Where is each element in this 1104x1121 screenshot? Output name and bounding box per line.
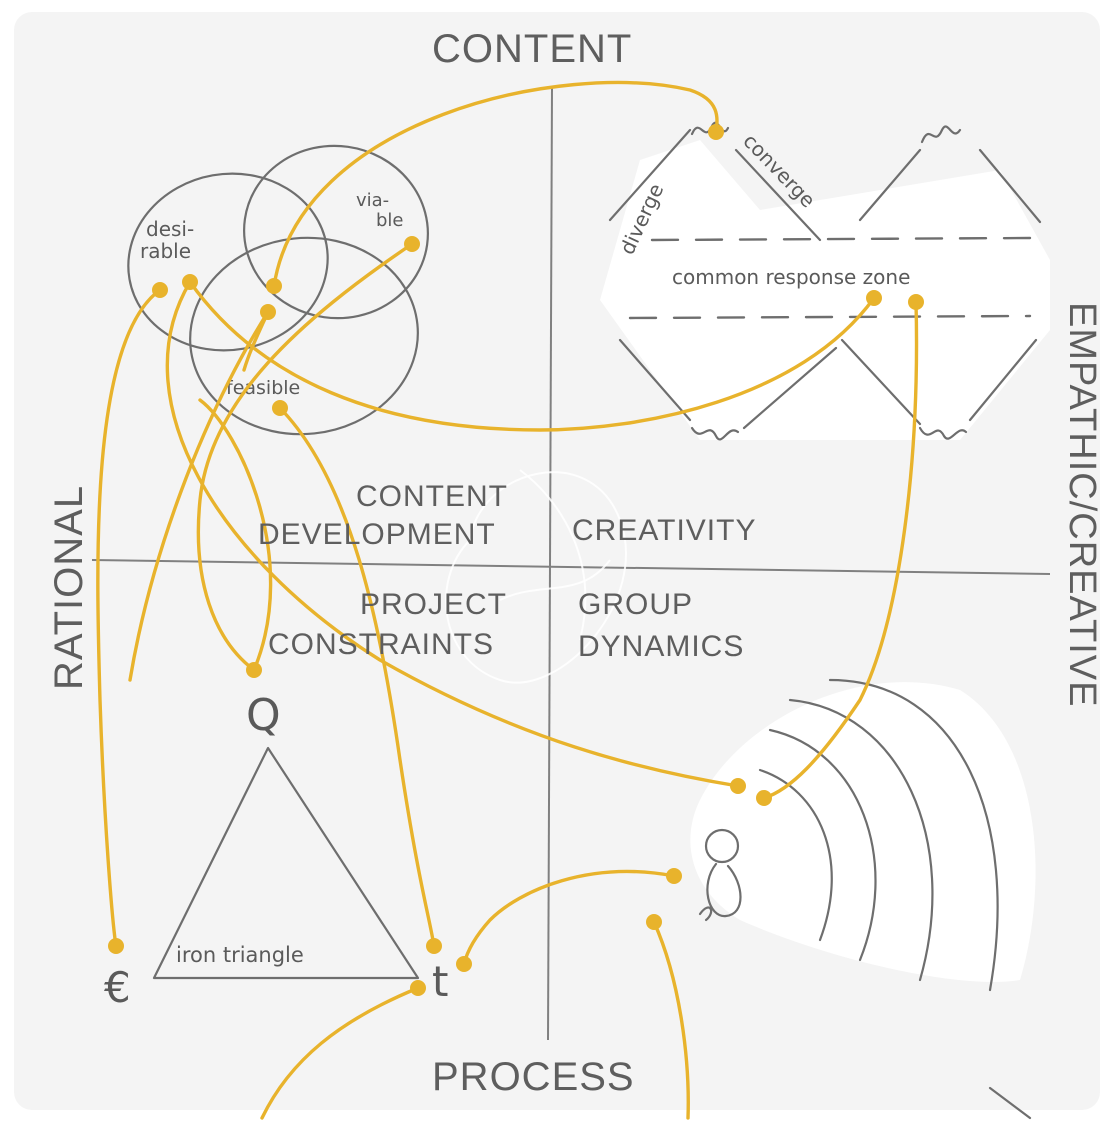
iron-triangle: iron triangle Q € t <box>104 690 448 1012</box>
dot-desirable-2 <box>182 274 198 290</box>
quadrant-label-group-1: GROUP <box>578 588 693 621</box>
dot-person-3 <box>666 868 682 884</box>
venn-label-viable-2: ble <box>376 210 404 231</box>
dot-time-3 <box>410 980 426 996</box>
quadrant-label-content-2: DEVELOPMENT <box>258 518 496 551</box>
ghost-sketch <box>445 469 627 684</box>
person-arm-icon <box>698 906 713 922</box>
connector-bottom-right-offpage <box>652 920 690 1120</box>
offpage-stroke <box>988 1086 1032 1120</box>
dot-time-2 <box>456 956 472 972</box>
venn-label-desirable-1: desi- <box>146 217 194 241</box>
venn-label-feasible: feasible <box>226 377 300 399</box>
dot-person-2 <box>756 790 772 806</box>
connector-quality-to-person <box>198 398 273 672</box>
group-dynamics-sketch <box>698 678 999 992</box>
diamond-right-bottom-edge <box>968 338 1038 422</box>
quadrant-label-creativity: CREATIVITY <box>572 514 756 547</box>
dot-zone-2 <box>908 294 924 310</box>
ripple-4 <box>828 678 999 992</box>
connector-person-to-time <box>462 869 676 966</box>
ripple-1 <box>758 768 833 942</box>
diamond-highlight <box>600 140 1050 440</box>
diamond-right-diverge-edge <box>858 148 922 222</box>
diamond-left-converge-edge <box>734 148 822 242</box>
diamond-right-top-edge <box>978 148 1042 224</box>
dot-person-4 <box>646 914 662 930</box>
connector-venn-to-cost <box>128 310 270 682</box>
axis-title-right: EMPATHIC/CREATIVE <box>1061 302 1103 707</box>
connector-desirable-to-person <box>165 280 740 788</box>
dot-venn-inner <box>260 304 276 320</box>
iron-triangle-shape <box>152 746 420 980</box>
zone-lower-dashes <box>628 314 1032 320</box>
vertical-axis <box>547 87 553 1041</box>
quality-symbol: Q <box>246 690 281 741</box>
diamond-bottom-left-squiggle <box>690 426 740 441</box>
dot-feasible <box>272 400 288 416</box>
diamond-mid-bottom-edge <box>742 346 838 430</box>
dot-venn-center <box>266 278 282 294</box>
ripple-2 <box>768 728 877 962</box>
axis-title-top: CONTENT <box>432 27 632 71</box>
venn-label-viable-1: via- <box>356 190 389 211</box>
dot-time-1 <box>426 938 442 954</box>
dot-cost <box>108 938 124 954</box>
connector-zone-to-person <box>762 300 919 800</box>
diamond-bottom-right-squiggle <box>918 426 968 440</box>
axis-title-left: RATIONAL <box>47 485 91 690</box>
dot-person-1 <box>730 778 746 794</box>
ripple-3 <box>788 698 934 982</box>
diverge-converge-diagram: diverge converge common response zone <box>608 121 1042 441</box>
quadrant-label-project-2: CONSTRAINTS <box>268 628 494 661</box>
diamond-top-right-squiggle <box>920 125 962 144</box>
connector-venn-to-diverge <box>272 80 719 288</box>
iron-triangle-label: iron triangle <box>176 943 304 967</box>
connectors <box>96 80 919 1120</box>
diamond-left-bottom-edge <box>618 338 692 422</box>
cost-symbol: € <box>104 963 131 1012</box>
connector-feasible-to-time <box>278 406 436 948</box>
quadrant-label-group-2: DYNAMICS <box>578 630 744 663</box>
horizontal-axis <box>91 559 1051 575</box>
time-symbol: t <box>432 957 448 1006</box>
quadrant-label-content-1: CONTENT <box>356 480 508 513</box>
quadrant-axes <box>91 87 1051 1041</box>
connector-desirable-to-cost <box>96 288 162 948</box>
quadrant-label-project-1: PROJECT <box>360 588 507 621</box>
zone-upper-dashes <box>650 236 1032 242</box>
diamond-mid-right-bottom-edge <box>840 338 922 426</box>
person-head-icon <box>704 828 740 864</box>
connector-viable-to-quality <box>196 242 414 672</box>
venn-label-desirable-2: rable <box>140 239 191 263</box>
connector-dots <box>108 124 924 996</box>
dot-viable <box>404 236 420 252</box>
venn-circle-viable <box>243 144 429 320</box>
dot-zone-1 <box>866 290 882 306</box>
group-highlight <box>690 682 1036 982</box>
venn-circle-feasible <box>189 236 419 436</box>
dot-diverge <box>708 124 724 140</box>
axis-title-bottom: PROCESS <box>432 1055 635 1099</box>
connector-bottom-left-offpage <box>260 986 420 1120</box>
dot-quality <box>246 662 262 678</box>
person-body-icon <box>706 862 742 918</box>
common-response-zone-label: common response zone <box>672 265 910 289</box>
dot-desirable-1 <box>152 282 168 298</box>
venn-circle-desirable <box>127 172 329 352</box>
diamond-left-top-edge <box>608 128 692 222</box>
